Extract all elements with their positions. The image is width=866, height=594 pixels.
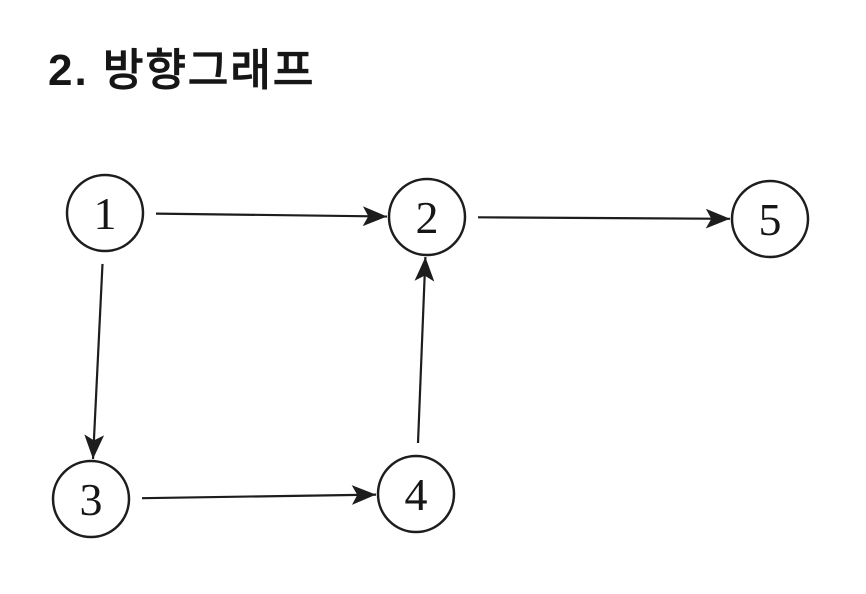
- graph-node-circle: [376, 454, 456, 534]
- graph-node-3: 3: [51, 459, 131, 539]
- graph-edge-4-2: [414, 256, 435, 444]
- graph-edge-2-5: [477, 208, 731, 229]
- graph-edge-3-4: [141, 485, 377, 505]
- nodes-layer: 1 2 5 3 4: [51, 173, 810, 539]
- edges-layer: [84, 206, 731, 505]
- graph-node-label: 1: [94, 188, 117, 239]
- graph-edge-1-2: [155, 206, 388, 227]
- graph-node-5: 5: [730, 179, 810, 259]
- graph-node-label: 4: [405, 469, 428, 520]
- graph-node-1: 1: [65, 173, 145, 253]
- graph-node-circle: [65, 173, 145, 253]
- graph-node-label: 5: [759, 194, 782, 245]
- graph-node-circle: [730, 179, 810, 259]
- graph-node-circle: [387, 177, 467, 257]
- graph-edge-1-3: [84, 263, 105, 460]
- graph-node-2: 2: [387, 177, 467, 257]
- graph-node-label: 3: [80, 474, 103, 525]
- graph-node-circle: [51, 459, 131, 539]
- graph-node-label: 2: [416, 192, 439, 243]
- page-title: 2. 방향그래프: [48, 46, 316, 95]
- graph-node-4: 4: [376, 454, 456, 534]
